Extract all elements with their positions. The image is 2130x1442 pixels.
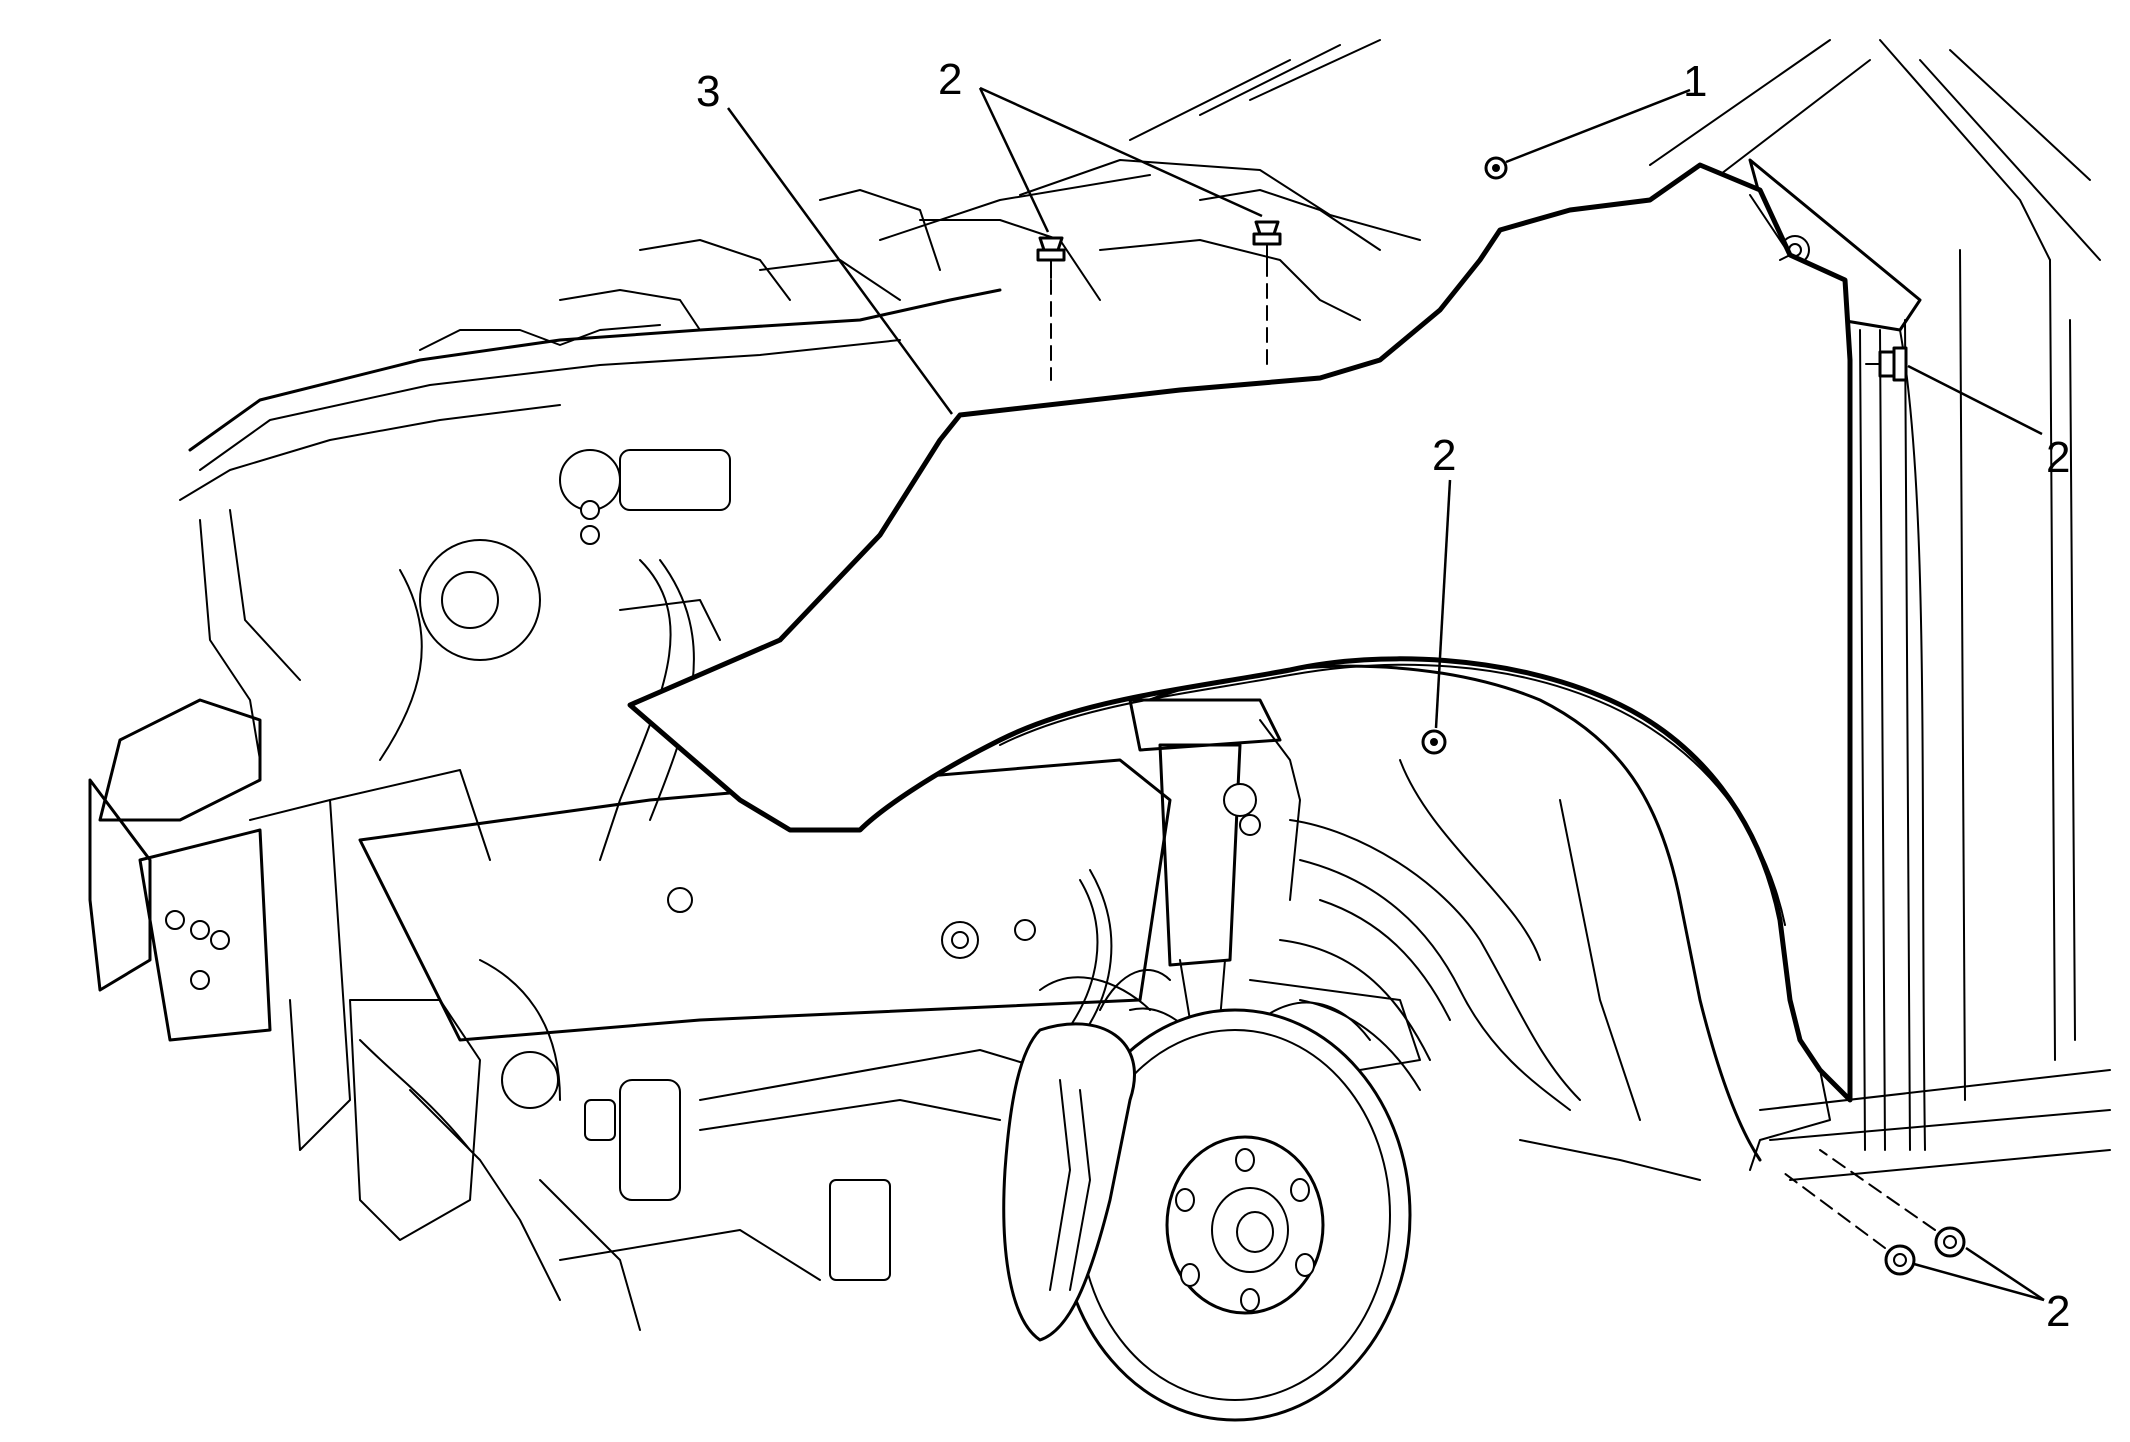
fastener-wheelhouse bbox=[1421, 729, 1447, 755]
fastener-lower-a bbox=[1934, 1226, 1966, 1258]
fastener-1-bolt bbox=[1484, 156, 1508, 180]
callout-2-top: 2 bbox=[938, 55, 962, 104]
front-bumper-support bbox=[88, 698, 491, 1151]
callout-2-right-pillar: 2 bbox=[2046, 433, 2070, 482]
frame-rail bbox=[349, 758, 1172, 1331]
install-direction-lines bbox=[1050, 261, 1936, 1249]
brake-rotor-hub bbox=[1002, 969, 1412, 1422]
fastener-right-pillar bbox=[1865, 346, 1908, 382]
fastener-top-b bbox=[1252, 220, 1282, 263]
callout-2-lower: 2 bbox=[2046, 1287, 2070, 1336]
callout-labels: 1 2 2 2 2 3 bbox=[696, 55, 2070, 1336]
front-fender-panel bbox=[627, 162, 1853, 1171]
callout-2-wheelhouse: 2 bbox=[1432, 431, 1456, 480]
wheelhouse-liner bbox=[1148, 664, 1762, 1181]
hood-outline bbox=[879, 39, 1871, 241]
callout-3: 3 bbox=[696, 67, 720, 116]
engine-compartment bbox=[179, 189, 1381, 861]
fastener-top-a bbox=[1036, 236, 1066, 279]
callout-1: 1 bbox=[1683, 57, 1707, 106]
leader-lines bbox=[726, 86, 2045, 1302]
fastener-lower-b bbox=[1884, 1244, 1916, 1276]
